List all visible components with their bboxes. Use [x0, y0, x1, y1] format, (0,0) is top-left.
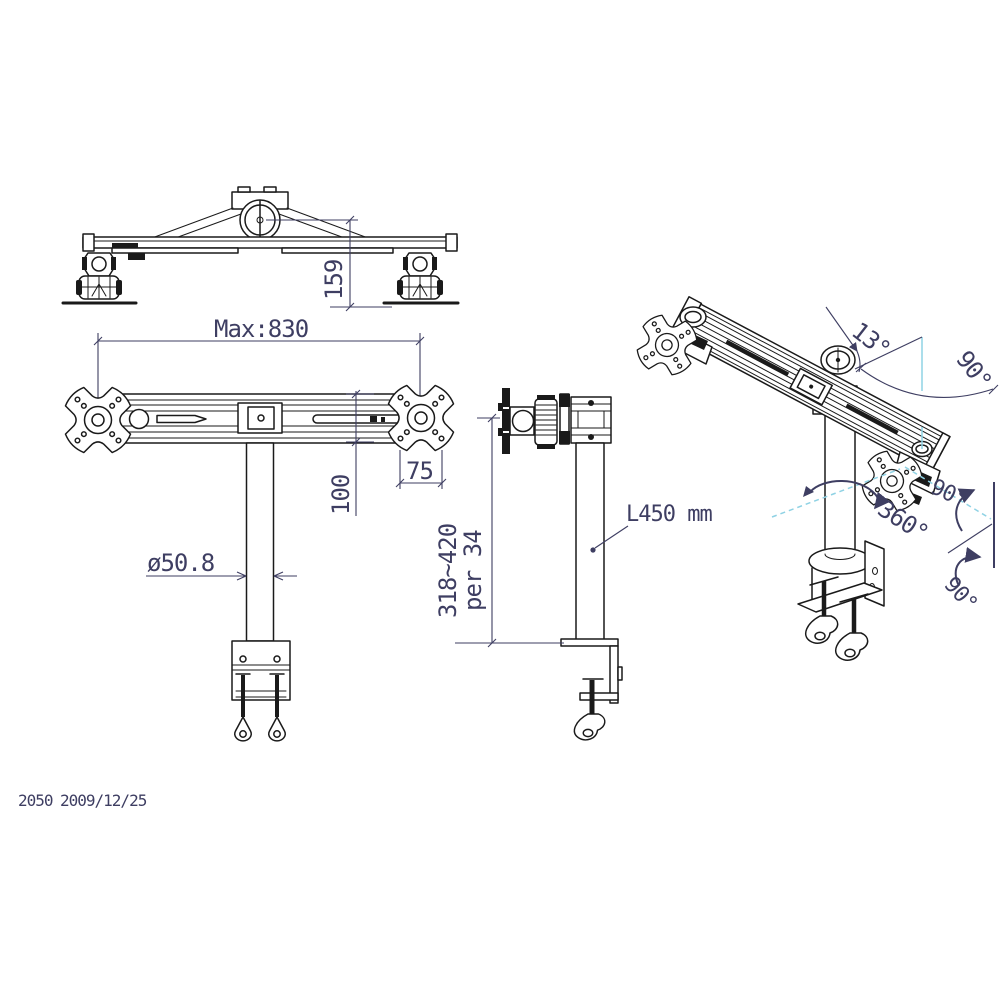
- top-view-crossbar: [82, 233, 458, 260]
- front-view: Max:830: [46, 315, 473, 742]
- dim-text-pole-diameter: ø50.8: [147, 549, 214, 577]
- top-view-right-monitor-mount: [396, 252, 444, 300]
- dim-vesa-horizontal: 75: [395, 450, 447, 489]
- side-tilt-joint: [509, 393, 570, 449]
- iso-view: 13° 90° 360° 90° 90°: [614, 292, 999, 661]
- title-model: 2050: [18, 791, 53, 810]
- dim-text-max-830: Max:830: [214, 315, 308, 343]
- dim-text-100: 100: [327, 475, 355, 515]
- rotation-axis-line: [904, 466, 992, 520]
- pole-side: [575, 442, 605, 641]
- top-view-left-monitor-mount: [75, 252, 123, 300]
- front-crossbar: [105, 393, 415, 444]
- side-view: 318~420 per 34 L450 mm: [434, 388, 713, 741]
- angle-text-rotate-lower: 90°: [939, 572, 982, 616]
- title-date: 2009/12/25: [60, 791, 147, 810]
- brand-label: [128, 253, 145, 260]
- top-view: 159: [61, 186, 460, 312]
- desk-clamp-side: [560, 638, 623, 741]
- dim-text-159: 159: [320, 260, 348, 300]
- iso-clamp-knob-right: [834, 632, 869, 661]
- dim-vesa-vertical: 100: [327, 389, 374, 516]
- top-view-center-hinge: [151, 186, 369, 241]
- leader-dot: [590, 547, 596, 553]
- label-pole-length: L450 mm: [590, 502, 713, 553]
- iso-arm-knob: [820, 345, 856, 375]
- pole-front: [245, 442, 275, 642]
- dim-head-height: 159: [266, 215, 392, 312]
- side-arm-head: [570, 396, 612, 444]
- dim-text-pole-length: L450 mm: [626, 502, 712, 527]
- clamp-hook-left: [234, 716, 252, 742]
- iso-desk-clamp: [797, 540, 885, 661]
- center-slider-block: [237, 402, 283, 434]
- iso-clamp-knob-left: [804, 615, 839, 644]
- clamp-hook-right: [268, 716, 286, 742]
- vesa-plate-side: [498, 388, 510, 454]
- dim-height-range: 318~420 per 34: [434, 413, 564, 648]
- dim-text-75: 75: [406, 457, 433, 485]
- dim-text-height-step: per 34: [459, 530, 487, 611]
- dim-pole-diameter: ø50.8: [146, 549, 297, 581]
- iso-arm: [668, 296, 951, 473]
- dim-text-height-range: 318~420: [434, 524, 462, 618]
- angle-text-tilt-range: 90°: [950, 345, 997, 394]
- title-block: 2050 2009/12/25: [18, 791, 148, 810]
- swivel-axis-line: [771, 468, 901, 518]
- desk-clamp-front: [231, 640, 291, 742]
- clamp-knob-side: [573, 713, 606, 741]
